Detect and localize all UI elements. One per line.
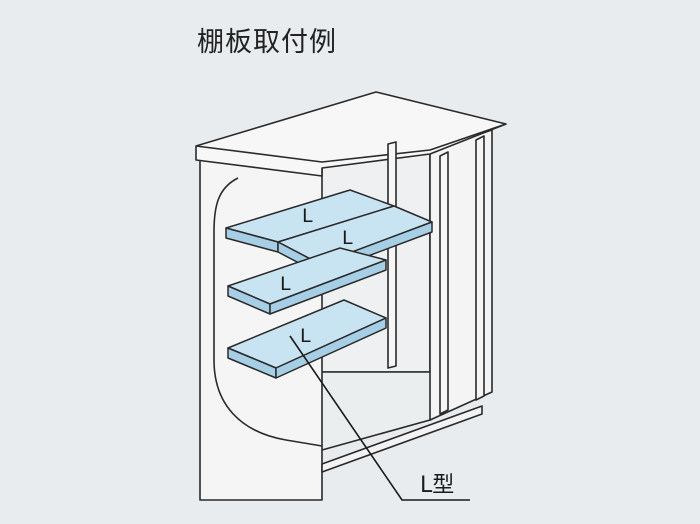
cabinet-top-edge (195, 123, 507, 163)
page-title: 棚板取付例 (197, 27, 337, 58)
shelf-bottom-label: L (300, 325, 311, 347)
shelf-middle-label: L (280, 273, 291, 295)
cabinet-rear-post (387, 141, 397, 369)
cabinet-bottom-rail (321, 405, 483, 473)
callout-label: L型 (420, 473, 454, 498)
cabinet-right-post (439, 151, 449, 415)
cabinet-right-post-2 (475, 135, 485, 401)
shelf-top-left-label: L (302, 205, 313, 227)
cabinet-top-board (195, 91, 507, 177)
shelf-middle (227, 247, 387, 315)
shelf-top-right-label: L (342, 227, 353, 249)
cabinet-opening (213, 177, 323, 447)
shelf-bottom (227, 299, 387, 379)
callout-leader (289, 335, 470, 501)
